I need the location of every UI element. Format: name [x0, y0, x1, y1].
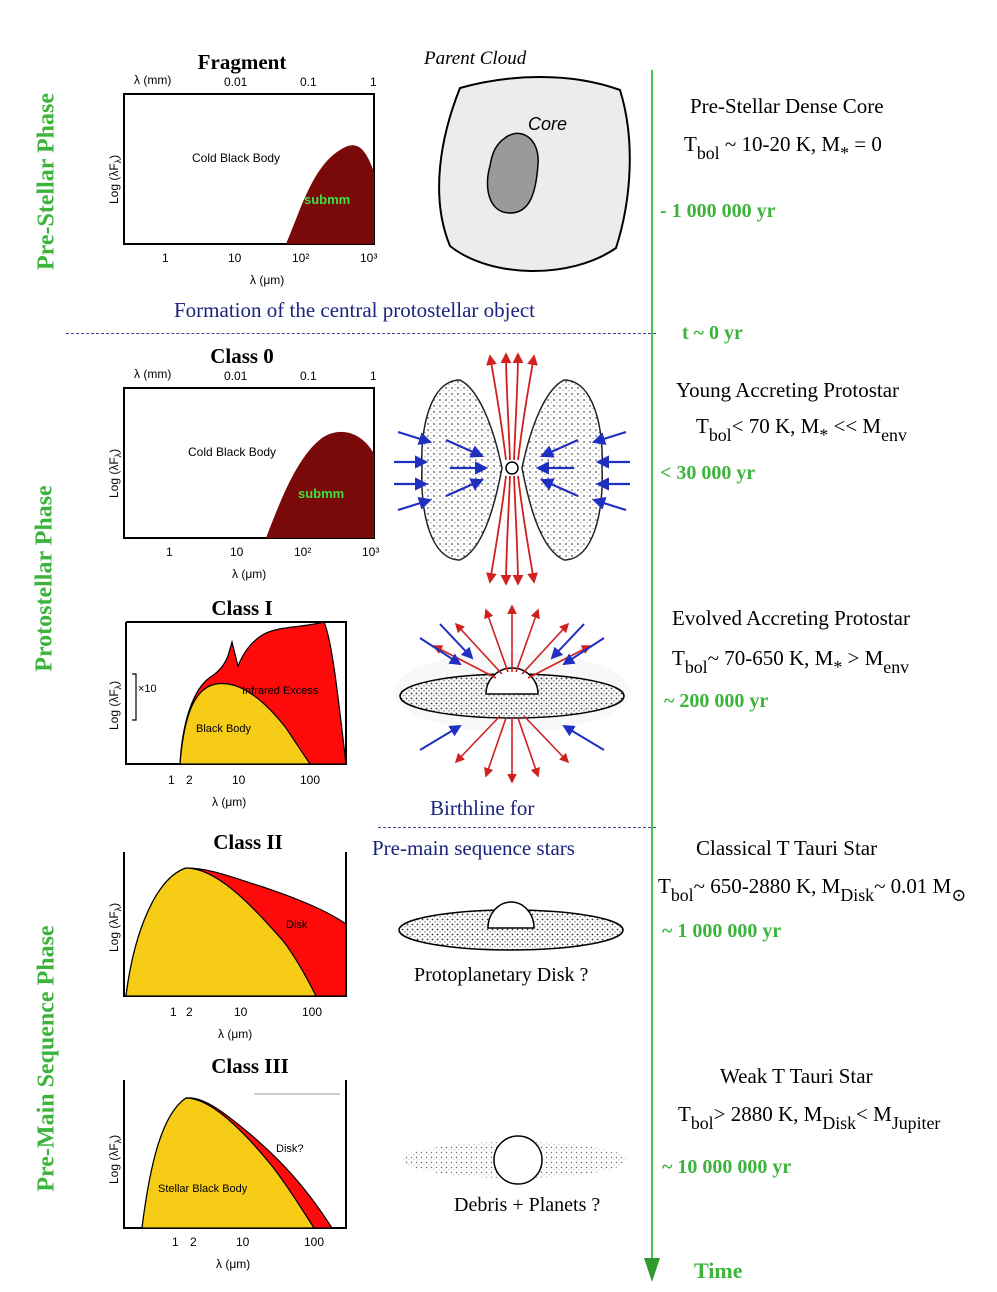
tick-um-2: 2 — [186, 773, 193, 787]
y-axis-label: Log (λFλ) — [107, 903, 123, 952]
timeline-axis-label: Time — [694, 1258, 743, 1283]
formula-prestellar: Tbol ~ 10-20 K, M* = 0 — [684, 132, 882, 164]
phase-label-protostellar: Protostellar Phase — [31, 485, 58, 672]
tick-um-1: 1 — [168, 773, 175, 787]
black-body-label: Black Body — [196, 723, 252, 735]
tick-um-2: 10 — [228, 251, 242, 265]
protoplanetary-caption: Protoplanetary Disk ? — [414, 964, 589, 986]
sed-title-class0: Class 0 — [210, 344, 274, 368]
x-bottom-label: λ (μm) — [212, 795, 246, 809]
tick-um-1: 1 — [162, 251, 169, 265]
disk-question-label: Disk? — [276, 1143, 304, 1155]
core-region — [486, 132, 539, 214]
infrared-excess-label: Infrared Excess — [242, 685, 319, 697]
sed-title-class1: Class I — [211, 596, 273, 620]
x-top-label: λ (mm) — [134, 367, 171, 381]
submm-label: submm — [304, 192, 350, 207]
tick-um-4: 100 — [300, 773, 320, 787]
separator-formation — [66, 333, 656, 334]
time-weak-ttauri: ~ 10 000 000 yr — [662, 1156, 792, 1178]
tick-um-2: 10 — [230, 545, 244, 559]
tick-mm-2: 0.1 — [300, 369, 317, 383]
phase-label-pre-stellar: Pre-Stellar Phase — [33, 92, 60, 271]
formula-weak-ttauri: Tbol> 2880 K, MDisk< MJupiter — [678, 1102, 941, 1134]
time-zero: t ~ 0 yr — [682, 322, 743, 344]
submm-emission-area — [266, 431, 374, 538]
formula-evolved-protostar: Tbol~ 70-650 K, M* > Menv — [672, 646, 910, 678]
sed-title-class3: Class III — [211, 1054, 289, 1078]
parent-cloud-diagram: Core — [438, 76, 631, 272]
y-axis-label: Log (λFλ) — [107, 449, 123, 498]
sed-plot-class3: Disk? Stellar Black Body 1 2 10 100 λ (μ… — [107, 1080, 347, 1271]
stellar-black-body-area — [125, 867, 317, 997]
time-evolved-protostar: ~ 200 000 yr — [664, 690, 769, 712]
tick-um-1: 1 — [170, 1005, 177, 1019]
sed-plot-class1: Infrared Excess Black Body ×10 1 2 10 10… — [107, 621, 347, 809]
tick-mm-2: 0.1 — [300, 75, 317, 89]
birthline-annotation-line1: Birthline for — [430, 796, 535, 820]
protoplanetary-disk-diagram — [398, 901, 624, 951]
tick-um-3: 10 — [232, 773, 246, 787]
time-prestellar: - 1 000 000 yr — [660, 200, 776, 222]
formula-young-protostar: Tbol< 70 K, M* << Menv — [696, 414, 907, 446]
birthline-annotation-line2: Pre-main sequence stars — [372, 836, 575, 860]
y-axis-label: Log (λFλ) — [107, 681, 123, 730]
time-young-protostar: < 30 000 yr — [660, 462, 756, 484]
tick-um-3: 10² — [292, 251, 309, 265]
y-axis-label: Log (λFλ) — [107, 1135, 123, 1184]
debris-caption: Debris + Planets ? — [454, 1194, 601, 1216]
tick-um-2: 2 — [186, 1005, 193, 1019]
sed-plot-fragment: λ (mm) 0.01 0.1 1 Cold Black Body submm … — [107, 73, 377, 287]
separator-birthline — [378, 827, 656, 828]
sed-title-fragment: Fragment — [197, 50, 287, 74]
submm-emission-area — [286, 145, 374, 244]
stage-title-weak-ttauri: Weak T Tauri Star — [720, 1064, 873, 1088]
cloud-title: Parent Cloud — [424, 48, 527, 69]
tick-um-3: 10 — [236, 1235, 250, 1249]
x-bottom-label: λ (μm) — [218, 1027, 252, 1041]
sed-plot-class2: Disk 1 2 10 100 λ (μm) Log (λFλ) — [107, 852, 347, 1041]
class1-protostar-diagram — [394, 604, 630, 784]
tick-um-4: 10³ — [362, 545, 379, 559]
tick-um-4: 100 — [304, 1235, 324, 1249]
tick-um-1: 1 — [172, 1235, 179, 1249]
stage-title-young-protostar: Young Accreting Protostar — [676, 378, 900, 402]
tick-um-3: 10 — [234, 1005, 248, 1019]
stage-title-evolved-protostar: Evolved Accreting Protostar — [672, 606, 910, 630]
timeline-arrow — [644, 70, 660, 1282]
cold-black-body-label: Cold Black Body — [192, 151, 280, 165]
tick-mm-3: 1 — [370, 369, 377, 383]
tick-mm-3: 1 — [370, 75, 377, 89]
x-bottom-label: λ (μm) — [232, 567, 266, 581]
core-label: Core — [528, 114, 567, 134]
cold-black-body-label: Cold Black Body — [188, 445, 276, 459]
tick-um-3: 10² — [294, 545, 311, 559]
tick-mm-1: 0.01 — [224, 369, 248, 383]
tick-um-2: 2 — [190, 1235, 197, 1249]
y-axis-label: Log (λFλ) — [107, 155, 123, 204]
formula-classical-ttauri: Tbol~ 650-2880 K, MDisk~ 0.01 M⊙ — [658, 874, 967, 906]
phase-label-pre-main-sequence: Pre-Main Sequence Phase — [33, 925, 60, 1192]
submm-label: submm — [298, 486, 344, 501]
x-bottom-label: λ (μm) — [216, 1257, 250, 1271]
sed-title-class2: Class II — [213, 830, 283, 854]
tick-mm-1: 0.01 — [224, 75, 248, 89]
stage-title-prestellar: Pre-Stellar Dense Core — [690, 94, 884, 118]
tick-um-4: 10³ — [360, 251, 377, 265]
tick-um-1: 1 — [166, 545, 173, 559]
stage-title-classical-ttauri: Classical T Tauri Star — [696, 836, 878, 860]
stellar-black-body-area — [141, 1097, 316, 1229]
tick-um-4: 100 — [302, 1005, 322, 1019]
time-classical-ttauri: ~ 1 000 000 yr — [662, 920, 782, 942]
sed-plot-class0: λ (mm) 0.01 0.1 1 Cold Black Body submm … — [107, 367, 379, 581]
disk-label: Disk — [286, 919, 308, 931]
stellar-black-body-label: Stellar Black Body — [158, 1183, 248, 1195]
x-bottom-label: λ (μm) — [250, 273, 284, 287]
factor-label: ×10 — [138, 683, 157, 695]
x-top-label: λ (mm) — [134, 73, 171, 87]
debris-disk-diagram — [403, 1135, 627, 1185]
black-body-area — [179, 682, 312, 765]
formation-annotation: Formation of the central protostellar ob… — [174, 298, 535, 322]
class0-protostar-diagram — [394, 352, 630, 586]
